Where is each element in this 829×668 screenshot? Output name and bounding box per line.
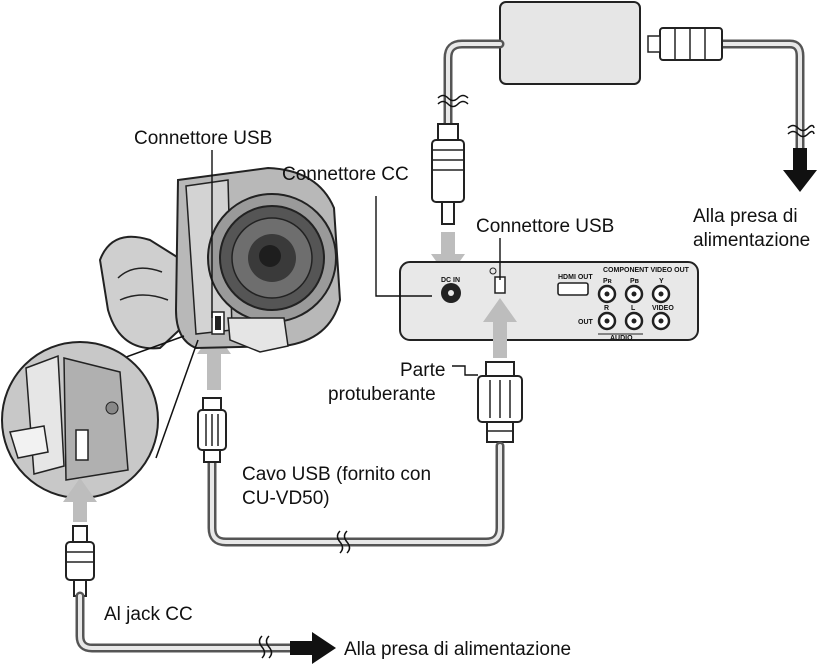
inset-closeup-icon (1, 341, 159, 499)
cable-break-mark-mains-top (787, 124, 815, 138)
audio-label: AUDIO (610, 335, 633, 342)
out-label: OUT (578, 319, 594, 326)
label-mains-top-line2: alimentazione (693, 230, 810, 251)
label-dc-jack: Al jack CC (104, 604, 193, 625)
y-label: Y (659, 278, 664, 285)
component-video-out-label: COMPONENT VIDEO OUT (603, 267, 690, 274)
hdmi-out-label: HDMI OUT (558, 274, 593, 281)
label-usb-connector-camera: Connettore USB (134, 128, 272, 149)
cable-break-mark-dc (437, 94, 469, 108)
r-label: R (604, 305, 609, 312)
dc-plug-bottom-icon (65, 525, 95, 597)
label-usb-cable-line1: Cavo USB (fornito con (242, 464, 431, 485)
ac-adapter-icon (499, 1, 641, 85)
label-mains-top-line1: Alla presa di (693, 206, 798, 227)
camcorder-icon (98, 166, 342, 353)
mains-plug-icon (647, 27, 723, 61)
label-mains-bottom: Alla presa di alimentazione (344, 639, 571, 660)
docking-station-icon (399, 261, 699, 341)
usb-plug-camera-icon (197, 397, 227, 463)
arrow-right-icon (290, 632, 336, 664)
label-usb-cable-line2: CU-VD50) (242, 488, 330, 509)
l-label: L (631, 305, 636, 312)
cable-break-mark-usb (336, 530, 351, 554)
usb-plug-dock-icon (477, 361, 523, 443)
pb-label: Pʙ (630, 278, 640, 285)
cable-break-mark-dc-bottom (258, 635, 273, 659)
arrow-down-icon (431, 232, 465, 278)
label-protrusion-line2: protuberante (328, 384, 436, 405)
label-usb-connector-dock: Connettore USB (476, 216, 614, 237)
video-label: VIDEO (652, 305, 674, 312)
pr-label: Pʀ (603, 278, 613, 285)
dc-in-label: DC IN (441, 277, 460, 284)
pointer-dc-connector (375, 196, 432, 297)
dc-plug-icon (431, 123, 465, 225)
arrow-up-icon (483, 298, 517, 358)
label-protrusion-line1: Parte (400, 360, 445, 381)
arrow-up-icon (63, 478, 97, 522)
arrow-down-icon (783, 148, 817, 192)
label-dc-connector: Connettore CC (282, 164, 409, 185)
